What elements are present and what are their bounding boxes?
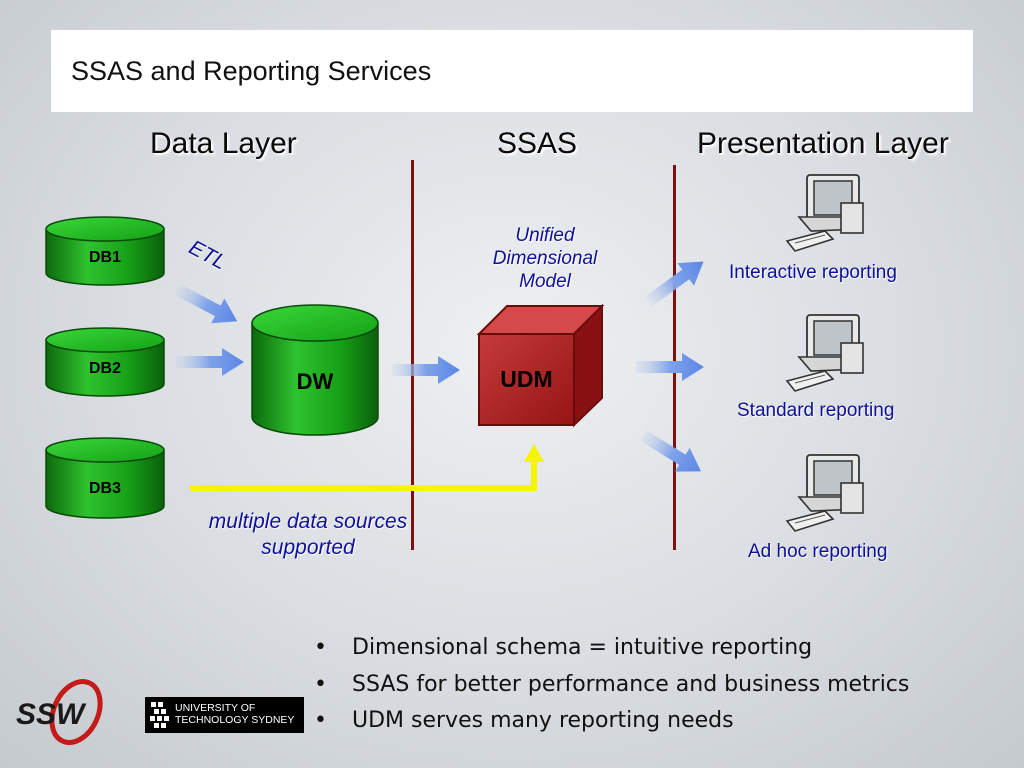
db2-cylinder-shape [45, 327, 165, 397]
computer-icon-standard [785, 313, 865, 400]
computer-icon-interactive [785, 173, 865, 260]
uts-line2: TECHNOLOGY SYDNEY [175, 714, 295, 726]
db3-cylinder: DB3 [44, 436, 166, 520]
udm-cube: UDM [476, 302, 606, 428]
etl-arrow-db2 [176, 347, 246, 382]
bullet-text: Dimensional schema = intuitive reporting [352, 635, 813, 660]
bullet-item: • Dimensional schema = intuitive reportin… [312, 632, 909, 669]
db1-cylinder-shape [45, 216, 165, 286]
standard-reporting-label: Standard reporting [737, 400, 895, 421]
bullet-dot-icon: • [314, 671, 327, 697]
multiple-sources-note: multiple data sources supported [208, 510, 408, 559]
uts-logo: UNIVERSITY OF TECHNOLOGY SYDNEY [145, 697, 304, 733]
ssw-logo: SSW [12, 678, 122, 753]
computer-icon-adhoc [785, 453, 865, 540]
data-layer-heading: Data Layer [150, 127, 297, 160]
udm-cube-shape [476, 303, 605, 428]
db1-cylinder: DB1 [44, 215, 166, 287]
db3-label: DB3 [88, 480, 121, 497]
bullet-dot-icon: • [314, 635, 327, 660]
bullet-item: • SSAS for better performance and busines… [312, 669, 909, 706]
db2-cylinder: DB2 [44, 326, 166, 398]
divider-right [673, 165, 676, 550]
summary-bullets: • Dimensional schema = intuitive reportin… [312, 632, 909, 742]
udm-label: UDM [500, 366, 553, 392]
udm-to-interactive-arrow [640, 248, 717, 317]
dw-to-udm-arrow [392, 355, 462, 390]
etl-arrow-db1 [168, 276, 246, 340]
uts-line1: UNIVERSITY OF [175, 702, 256, 714]
bullet-text: UDM serves many reporting needs [352, 708, 734, 733]
adhoc-reporting-label: Ad hoc reporting [748, 541, 888, 562]
udm-to-standard-arrow [636, 352, 706, 387]
dw-cylinder-shape [251, 304, 379, 436]
direct-source-flow-line [190, 444, 544, 491]
uts-wordmark: UNIVERSITY OF TECHNOLOGY SYDNEY [175, 702, 294, 726]
presentation-layer-heading: Presentation Layer [697, 127, 949, 160]
bullet-text: SSAS for better performance and business… [352, 671, 910, 697]
bullet-dot-icon: • [314, 708, 327, 733]
uts-emblem-icon [150, 702, 169, 728]
db1-label: DB1 [88, 249, 121, 266]
udm-caption: Unified Dimensional Model [492, 225, 598, 292]
db2-label: DB2 [88, 360, 121, 377]
ssas-heading: SSAS [497, 127, 578, 160]
db3-cylinder-shape [45, 437, 165, 519]
etl-label: ETL [185, 236, 231, 275]
interactive-reporting-label: Interactive reporting [729, 262, 897, 283]
divider-left [411, 160, 414, 550]
udm-to-adhoc-arrow [633, 423, 711, 490]
title-bar: SSAS and Reporting Services [51, 30, 973, 112]
dw-cylinder: DW [250, 303, 380, 438]
svg-text:SSW: SSW [16, 698, 87, 731]
dw-label: DW [296, 369, 334, 394]
bullet-item: • UDM serves many reporting needs [312, 705, 909, 742]
slide-title: SSAS and Reporting Services [71, 56, 432, 86]
